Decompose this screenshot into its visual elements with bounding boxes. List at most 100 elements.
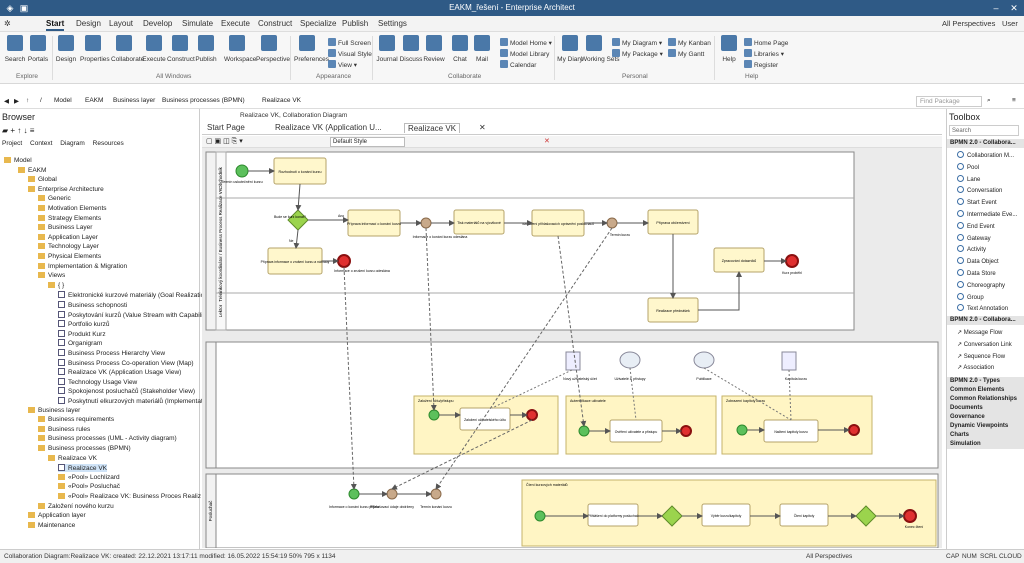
tree-item[interactable]: Application layer [28, 512, 86, 519]
workspace-button[interactable]: Workspace [224, 35, 256, 63]
tree-item[interactable]: Implementation & Migration [38, 262, 127, 270]
tree-item[interactable]: Technology Usage View [58, 377, 137, 386]
back-icon[interactable]: ◀ [4, 98, 9, 105]
tab-resources[interactable]: Resources [92, 140, 124, 147]
toolbox-item[interactable]: End Event [957, 221, 995, 230]
design-button[interactable]: Design [53, 35, 79, 63]
tree-item[interactable]: Global [28, 176, 57, 183]
toolbox-section[interactable]: BPMN 2.0 - Types [947, 377, 1024, 386]
collaborate-button[interactable]: Collaborate [111, 35, 144, 63]
bpmn-diagram[interactable]: Obchodník Tréninkový koordinátor / Busin… [202, 148, 942, 548]
up-icon[interactable]: ↑ [26, 97, 30, 104]
status-perspective[interactable]: All Perspectives [806, 553, 853, 560]
perspective-button[interactable]: Perspective [256, 35, 290, 63]
home-page-button[interactable]: Home Page [744, 38, 788, 47]
toolbox-section[interactable]: Dynamic Viewpoints [947, 422, 1024, 431]
tree-item[interactable]: Realizace VK (Application Usage View) [58, 368, 181, 376]
tab-diagram[interactable]: Diagram [60, 140, 85, 147]
toolbox-item[interactable]: Pool [957, 162, 979, 171]
working-sets-button[interactable]: Working Sets [581, 35, 620, 63]
tree-item[interactable]: «Pool» Lochlizard [58, 473, 120, 481]
up-arrow-icon[interactable]: ↑ [17, 126, 22, 135]
search-icon[interactable]: ⌕ [987, 97, 991, 104]
tree-item[interactable]: Poskytnutí elkurzových materiálů (Implem… [58, 397, 203, 405]
discuss-button[interactable]: Discuss [398, 35, 424, 63]
tab-start[interactable]: Start [46, 19, 65, 31]
style-select[interactable]: Default Style [330, 137, 405, 147]
menu-icon[interactable]: ≡ [1012, 97, 1016, 104]
new-package-icon[interactable]: ▰ [2, 126, 9, 135]
tab-construct[interactable]: Construct [258, 19, 293, 28]
toolbox-section[interactable]: Common Elements [947, 386, 1024, 395]
tree-item[interactable]: Poskytování kurzů (Value Stream with Cap… [58, 310, 208, 319]
close-tab-icon[interactable]: ✕ [479, 123, 486, 132]
tree-item[interactable]: Enterprise Architecture [28, 185, 104, 193]
toolbox-item[interactable]: Text Annotation [957, 304, 1008, 312]
options-icon[interactable]: ≡ [29, 126, 35, 135]
tree-item[interactable]: Application Layer [38, 233, 98, 241]
tree-item[interactable]: Realizace VK [58, 464, 108, 473]
calendar-button[interactable]: Calendar [500, 60, 536, 69]
breadcrumb-model[interactable]: Model [54, 97, 72, 104]
toolbox-item[interactable]: Choreography [957, 280, 1005, 289]
tab-realizace-vk[interactable]: Realizace VK [404, 123, 461, 133]
tab-execute[interactable]: Execute [221, 19, 250, 28]
tree-item[interactable]: Založení nového kurzu [38, 502, 114, 510]
toolbox-relationship[interactable]: ↗ Association [957, 365, 995, 372]
toolbox-section[interactable]: Governance [947, 413, 1024, 422]
close-icon[interactable]: ✕ [1010, 3, 1018, 13]
tree-item[interactable]: Spokojenost posluchačů (Stakeholder View… [58, 387, 195, 395]
tab-specialize[interactable]: Specialize [300, 19, 337, 28]
toolbox-relationship[interactable]: ↗ Conversation Link [957, 341, 1012, 348]
user-menu[interactable]: User [1002, 19, 1018, 28]
my-gantt-button[interactable]: My Gantt [668, 49, 704, 58]
toolbox-item[interactable]: Data Store [957, 269, 996, 277]
review-button[interactable]: Review [421, 35, 447, 63]
minimize-icon[interactable]: – [993, 3, 999, 13]
tab-realizace-vk-app[interactable]: Realizace VK (Application U... [275, 123, 382, 132]
tree-item[interactable]: Views [38, 272, 65, 279]
tree-item[interactable]: Generic [38, 195, 71, 202]
properties-button[interactable]: Properties [80, 35, 110, 63]
tree-item[interactable]: Model [4, 157, 32, 164]
toolbox-relationship[interactable]: ↗ Message Flow [957, 330, 1003, 336]
chat-button[interactable]: Chat [447, 35, 473, 63]
publish-button[interactable]: Publish [193, 35, 219, 63]
breadcrumb-business-layer[interactable]: Business layer [113, 97, 156, 104]
toolbox-section[interactable]: Simulation [947, 440, 1024, 449]
my-diary-button[interactable]: My Diary [557, 35, 583, 63]
toolbox-section[interactable]: Documents [947, 404, 1024, 413]
toolbox-search-input[interactable]: Search [949, 125, 1019, 136]
add-icon[interactable]: + [10, 126, 16, 135]
toolbox-item[interactable]: Gateway [957, 233, 991, 242]
mail-button[interactable]: Mail [469, 35, 495, 63]
tree-item[interactable]: Elektronické kurzové materiály (Goal Rea… [58, 291, 208, 299]
tree-item[interactable]: Organigram [58, 339, 102, 347]
breadcrumb-eakm[interactable]: EAKM [85, 97, 104, 104]
tree-item[interactable]: Realizace VK [48, 454, 97, 462]
tree-item[interactable]: { } [48, 281, 64, 289]
home-icon[interactable]: ✲ [4, 19, 11, 28]
toolbox-section-bpmn-relationships[interactable]: BPMN 2.0 - Collabora... [947, 316, 1024, 325]
toolbox-item[interactable]: Activity [957, 245, 986, 253]
tab-context[interactable]: Context [30, 140, 53, 147]
toolbox-item[interactable]: Intermediate Eve... [957, 210, 1017, 218]
tree-item[interactable]: «Pool» Realizace VK: Business Proces Rea… [58, 493, 201, 500]
preferences-button[interactable]: Preferences [294, 35, 329, 63]
tree-item[interactable]: Business schopnosti [58, 301, 127, 309]
perspectives-menu[interactable]: All Perspectives [942, 19, 996, 28]
tree-item[interactable]: Motivation Elements [38, 205, 107, 212]
my-package-button[interactable]: My Package ▾ [612, 49, 663, 58]
toolbox-relationship[interactable]: ↗ Sequence Flow [957, 353, 1006, 360]
diagram-canvas[interactable]: Obchodník Tréninkový koordinátor / Busin… [202, 148, 942, 548]
tree-item[interactable]: Business processes (BPMN) [38, 445, 131, 452]
tree-item[interactable]: Business processes (UML - Activity diagr… [38, 435, 177, 442]
tree-item[interactable]: Business layer [28, 406, 80, 414]
tree-item[interactable]: Portfolio kurzů [58, 320, 110, 328]
toolbox-item[interactable]: Lane [957, 174, 980, 183]
construct-button[interactable]: Construct [167, 35, 195, 63]
tree-item[interactable]: Business Process Hierarchy View [58, 349, 165, 357]
tab-start-page[interactable]: Start Page [207, 123, 245, 132]
tree-item[interactable]: «Pool» Posluchač [58, 483, 120, 490]
forward-icon[interactable]: ▶ [14, 98, 19, 105]
